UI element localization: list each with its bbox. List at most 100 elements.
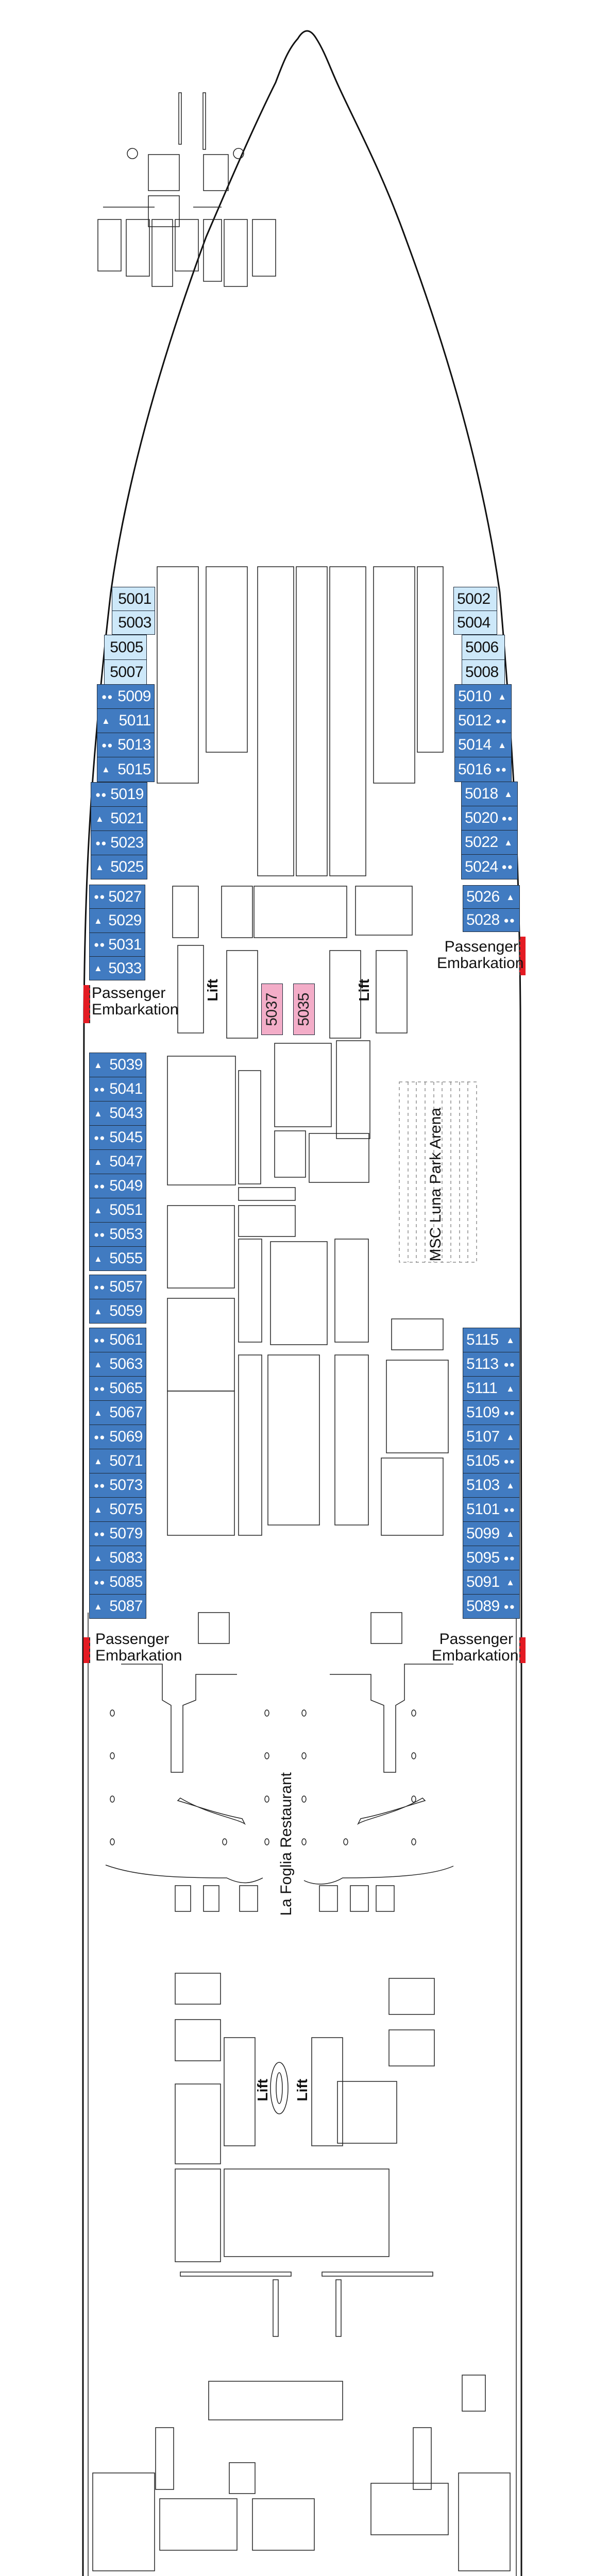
cabin-5101[interactable]: 5101●● xyxy=(463,1497,520,1522)
triangle-icon: ▲ xyxy=(498,740,507,750)
cabin-number: 5105 xyxy=(466,1452,500,1469)
cabin-5009[interactable]: ●●5009 xyxy=(97,684,155,709)
cabin-5029[interactable]: ▲5029 xyxy=(89,908,145,933)
cabin-5001[interactable]: 5001 xyxy=(112,587,155,611)
cabin-5021[interactable]: ▲5021 xyxy=(91,806,147,831)
triangle-icon: ▲ xyxy=(94,1359,103,1369)
cabin-5025[interactable]: ▲5025 xyxy=(91,855,147,879)
cabin-5011[interactable]: ▲ 5011 xyxy=(97,708,155,733)
cabin-5083[interactable]: ▲5083 xyxy=(89,1546,146,1570)
cabin-5014[interactable]: 5014▲ xyxy=(454,733,512,757)
cabin-5091[interactable]: 5091▲ xyxy=(463,1570,520,1595)
cabin-number: 5011 xyxy=(119,712,151,729)
cabin-number: 5115 xyxy=(466,1331,499,1348)
cabin-5111[interactable]: 5111▲ xyxy=(463,1376,520,1401)
cabin-5051[interactable]: ▲ 5051 xyxy=(89,1198,146,1223)
embark-line2: Embarkation xyxy=(437,954,524,972)
triangle-icon: ▲ xyxy=(498,691,507,702)
cabin-5069[interactable]: ●●5069 xyxy=(89,1425,146,1449)
cabin-5079[interactable]: ●●5079 xyxy=(89,1521,146,1546)
dots-icon: ●● xyxy=(102,691,113,702)
cabin-5057[interactable]: ●●5057 xyxy=(89,1275,146,1299)
cabin-5073[interactable]: ●●5073 xyxy=(89,1473,146,1498)
cabin-5055[interactable]: ▲5055 xyxy=(89,1246,146,1271)
cabin-5007[interactable]: 5007 xyxy=(104,659,147,685)
cabin-5087[interactable]: ▲5087 xyxy=(89,1594,146,1619)
embarkation-door-marker xyxy=(83,985,90,1023)
cabin-5027[interactable]: ●●5027 xyxy=(89,885,145,909)
cabin-5026[interactable]: 5026▲ xyxy=(463,885,520,909)
cabin-number: 5051 xyxy=(109,1201,143,1218)
cabin-5020[interactable]: 5020●● xyxy=(461,806,518,831)
dots-icon: ●● xyxy=(501,862,513,872)
cabin-5039[interactable]: ▲5039 xyxy=(89,1053,146,1077)
triangle-icon: ▲ xyxy=(506,1383,515,1394)
cabin-5028[interactable]: 5028●● xyxy=(463,908,520,932)
cabin-5005[interactable]: 5005 xyxy=(104,635,147,660)
triangle-icon: ▲ xyxy=(94,1504,103,1515)
cabin-5045[interactable]: ●●5045 xyxy=(89,1125,146,1150)
cabin-5035[interactable]: 5035 xyxy=(293,984,315,1035)
cabin-number: 5006 xyxy=(465,638,499,656)
passenger-embarkation-label: Passenger Embarkation xyxy=(92,985,178,1018)
cabin-5008[interactable]: 5008 xyxy=(462,659,505,685)
msc-luna-park-arena-label[interactable]: MSC Luna Park Arena xyxy=(427,1108,444,1262)
cabin-5049[interactable]: ●●5049 xyxy=(89,1174,146,1198)
triangle-icon: ▲ xyxy=(506,1529,515,1539)
cabin-number: 5099 xyxy=(466,1525,500,1542)
triangle-icon: ▲ xyxy=(102,716,111,726)
cabin-5041[interactable]: ●●5041 xyxy=(89,1077,146,1101)
cabin-5095[interactable]: 5095●● xyxy=(463,1546,520,1570)
cabin-5065[interactable]: ●●5065 xyxy=(89,1376,146,1401)
cabin-5089[interactable]: 5089●● xyxy=(463,1594,520,1619)
cabin-5031[interactable]: ●●5031 xyxy=(89,933,145,957)
cabin-5103[interactable]: 5103▲ xyxy=(463,1473,520,1498)
cabin-5109[interactable]: 5109●● xyxy=(463,1400,520,1425)
dots-icon: ●● xyxy=(503,1504,515,1515)
embark-line1: Passenger xyxy=(444,938,518,955)
cabin-5075[interactable]: ▲5075 xyxy=(89,1497,146,1522)
cabin-5019[interactable]: ●●5019 xyxy=(91,782,147,807)
cabin-5037[interactable]: 5037 xyxy=(261,984,283,1035)
cabin-number: 5049 xyxy=(109,1177,143,1194)
cabin-5016[interactable]: 5016●● xyxy=(454,757,512,782)
cabin-5004[interactable]: 5004 xyxy=(453,611,497,635)
cabin-5099[interactable]: 5099 ▲ xyxy=(463,1521,520,1546)
cabin-number: 5085 xyxy=(109,1573,143,1590)
cabin-number: 5003 xyxy=(118,614,151,631)
cabin-5071[interactable]: ▲5071 xyxy=(89,1449,146,1473)
dots-icon: ●● xyxy=(503,1359,515,1369)
cabin-5033[interactable]: ▲5033 xyxy=(89,956,145,980)
cabin-number: 5069 xyxy=(109,1428,143,1445)
cabin-5013[interactable]: ●●5013 xyxy=(97,733,155,757)
la-foglia-restaurant-label[interactable]: La Foglia Restaurant xyxy=(278,1772,295,1916)
cabin-5006[interactable]: 5006 xyxy=(462,635,505,660)
cabin-5085[interactable]: ●●5085 xyxy=(89,1570,146,1595)
cabin-5061[interactable]: ●●5061 xyxy=(89,1328,146,1352)
cabin-5003[interactable]: 5003 xyxy=(112,611,155,635)
dots-icon: ●● xyxy=(102,740,113,750)
cabin-5012[interactable]: 5012●● xyxy=(454,708,512,733)
cabin-5059[interactable]: ▲5059 xyxy=(89,1299,146,1324)
cabin-5053[interactable]: ●●5053 xyxy=(89,1222,146,1247)
cabin-5067[interactable]: ▲5067 xyxy=(89,1400,146,1425)
dots-icon: ●● xyxy=(503,1601,515,1612)
cabin-5047[interactable]: ▲5047 xyxy=(89,1149,146,1174)
cabin-5010[interactable]: 5010▲ xyxy=(454,684,512,709)
cabin-5105[interactable]: 5105●● xyxy=(463,1449,520,1473)
cabin-5018[interactable]: 5018▲ xyxy=(461,782,518,806)
dots-icon: ●● xyxy=(503,1408,515,1418)
cabin-5115[interactable]: 5115▲ xyxy=(463,1328,520,1352)
cabin-number: 5039 xyxy=(109,1056,143,1073)
cabin-5107[interactable]: 5107▲ xyxy=(463,1425,520,1449)
cabin-5023[interactable]: ●●5023 xyxy=(91,831,147,855)
cabin-5022[interactable]: 5022▲ xyxy=(461,830,518,855)
triangle-icon: ▲ xyxy=(506,892,515,902)
cabin-5043[interactable]: ▲5043 xyxy=(89,1101,146,1126)
cabin-5024[interactable]: 5024●● xyxy=(461,854,518,879)
cabin-5063[interactable]: ▲5063 xyxy=(89,1352,146,1377)
cabin-5113[interactable]: 5113●● xyxy=(463,1352,520,1377)
cabin-5002[interactable]: 5002 xyxy=(453,587,497,611)
cabin-5015[interactable]: ▲5015 xyxy=(97,757,155,782)
triangle-icon: ▲ xyxy=(94,1205,103,1215)
